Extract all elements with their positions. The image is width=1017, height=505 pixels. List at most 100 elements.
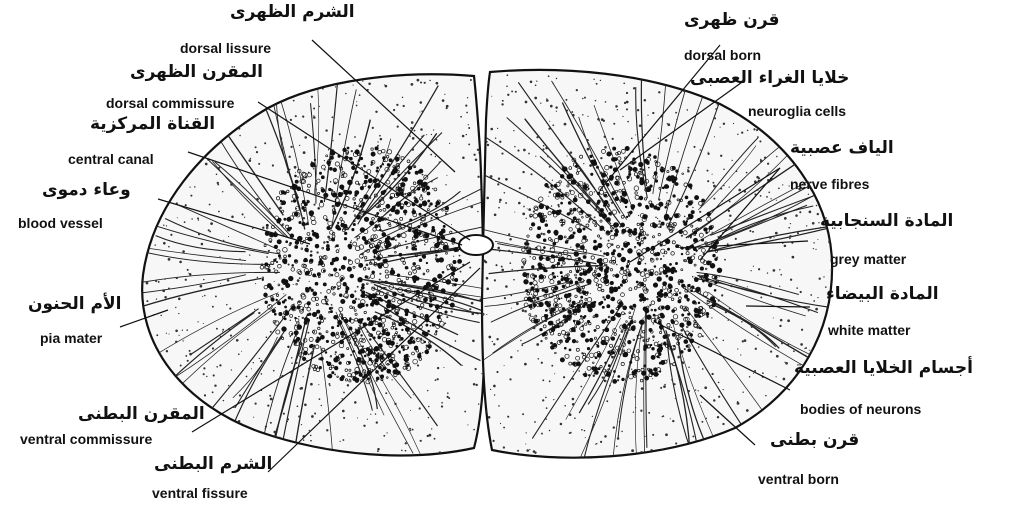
tissue-dot [308, 367, 310, 369]
tissue-dot [385, 392, 387, 394]
tissue-dot [712, 182, 714, 184]
tissue-dot [594, 216, 596, 218]
grey-matter-cell [583, 255, 586, 258]
tissue-dot [486, 314, 487, 315]
grey-matter-cell [607, 152, 611, 156]
tissue-dot [526, 432, 527, 433]
grey-matter-cell [597, 202, 600, 205]
tissue-dot [189, 350, 191, 352]
tissue-dot [122, 251, 123, 252]
tissue-dot [434, 438, 436, 440]
tissue-dot [144, 175, 145, 176]
tissue-dot [214, 384, 216, 386]
grey-matter-cell [280, 200, 282, 202]
grey-matter-cell [667, 248, 669, 250]
grey-matter-cell [551, 185, 553, 187]
label-ventral-horn-en: ventral born [758, 472, 839, 486]
tissue-dot [202, 296, 203, 297]
tissue-dot [584, 97, 586, 99]
grey-matter-cell [680, 323, 684, 327]
tissue-dot [805, 355, 806, 356]
tissue-dot [447, 392, 449, 394]
grey-matter-cell [265, 301, 268, 304]
tissue-dot [522, 413, 524, 415]
tissue-dot [422, 352, 423, 353]
tissue-dot [212, 306, 214, 308]
grey-matter-cell [646, 162, 649, 165]
grey-matter-cell [573, 232, 575, 234]
tissue-dot [527, 197, 528, 198]
tissue-dot [254, 309, 255, 310]
tissue-dot [692, 331, 693, 332]
tissue-dot [719, 448, 722, 451]
tissue-dot [600, 250, 602, 252]
grey-matter-cell [640, 299, 642, 301]
tissue-dot [231, 369, 232, 370]
tissue-dot [729, 219, 730, 220]
grey-matter-cell [432, 278, 436, 282]
grey-matter-cell [699, 327, 701, 329]
grey-matter-cell [680, 280, 684, 284]
tissue-dot [667, 359, 668, 360]
grey-matter-cell [649, 154, 651, 156]
tissue-dot [427, 390, 428, 391]
tissue-dot [405, 450, 407, 452]
tissue-dot [545, 147, 548, 150]
tissue-dot [223, 240, 224, 241]
label-dorsal-fissure-ar: الشرم الظهرى [230, 4, 355, 21]
tissue-dot [364, 250, 366, 252]
tissue-dot [218, 167, 220, 169]
grey-matter-cell [683, 221, 685, 223]
tissue-dot [509, 238, 512, 241]
tissue-dot [267, 405, 269, 407]
grey-matter-cell [564, 170, 566, 172]
grey-matter-cell [436, 201, 440, 205]
tissue-dot [541, 433, 543, 435]
grey-matter-cell [625, 146, 629, 150]
grey-matter-cell [332, 258, 336, 262]
tissue-dot [482, 313, 485, 316]
tissue-dot [719, 276, 720, 277]
tissue-dot [711, 373, 713, 375]
tissue-dot [468, 127, 470, 129]
tissue-dot [766, 196, 768, 198]
tissue-dot [780, 319, 783, 322]
grey-matter-cell [371, 152, 375, 156]
grey-matter-cell [688, 313, 690, 315]
tissue-dot [121, 241, 123, 243]
tissue-dot [753, 373, 754, 374]
tissue-dot [429, 80, 430, 81]
grey-matter-cell [625, 206, 627, 208]
grey-matter-cell [344, 211, 347, 214]
tissue-dot [377, 450, 379, 452]
tissue-dot [663, 415, 665, 417]
tissue-dot [519, 187, 521, 189]
grey-matter-cell [581, 296, 583, 298]
tissue-dot [175, 180, 176, 181]
tissue-dot [587, 148, 590, 151]
tissue-dot [757, 136, 759, 138]
tissue-dot [469, 267, 471, 269]
grey-matter-cell [661, 167, 663, 169]
grey-matter-cell [676, 170, 679, 173]
grey-matter-cell [428, 344, 432, 348]
grey-matter-cell [341, 223, 345, 227]
tissue-dot [128, 145, 129, 146]
tissue-dot [131, 451, 133, 453]
grey-matter-cell [376, 170, 378, 172]
grey-matter-cell [321, 189, 325, 193]
tissue-dot [789, 235, 791, 237]
grey-matter-cell [403, 210, 407, 214]
tissue-dot [435, 156, 436, 157]
tissue-dot [424, 244, 426, 246]
tissue-dot [220, 336, 221, 337]
grey-matter-cell [430, 203, 433, 206]
tissue-dot [331, 304, 333, 306]
tissue-dot [233, 450, 234, 451]
tissue-dot [523, 206, 525, 208]
grey-matter-cell [408, 340, 413, 345]
tissue-dot [642, 339, 645, 342]
tissue-dot [223, 400, 224, 401]
tissue-dot [179, 261, 182, 264]
tissue-dot [721, 294, 723, 296]
